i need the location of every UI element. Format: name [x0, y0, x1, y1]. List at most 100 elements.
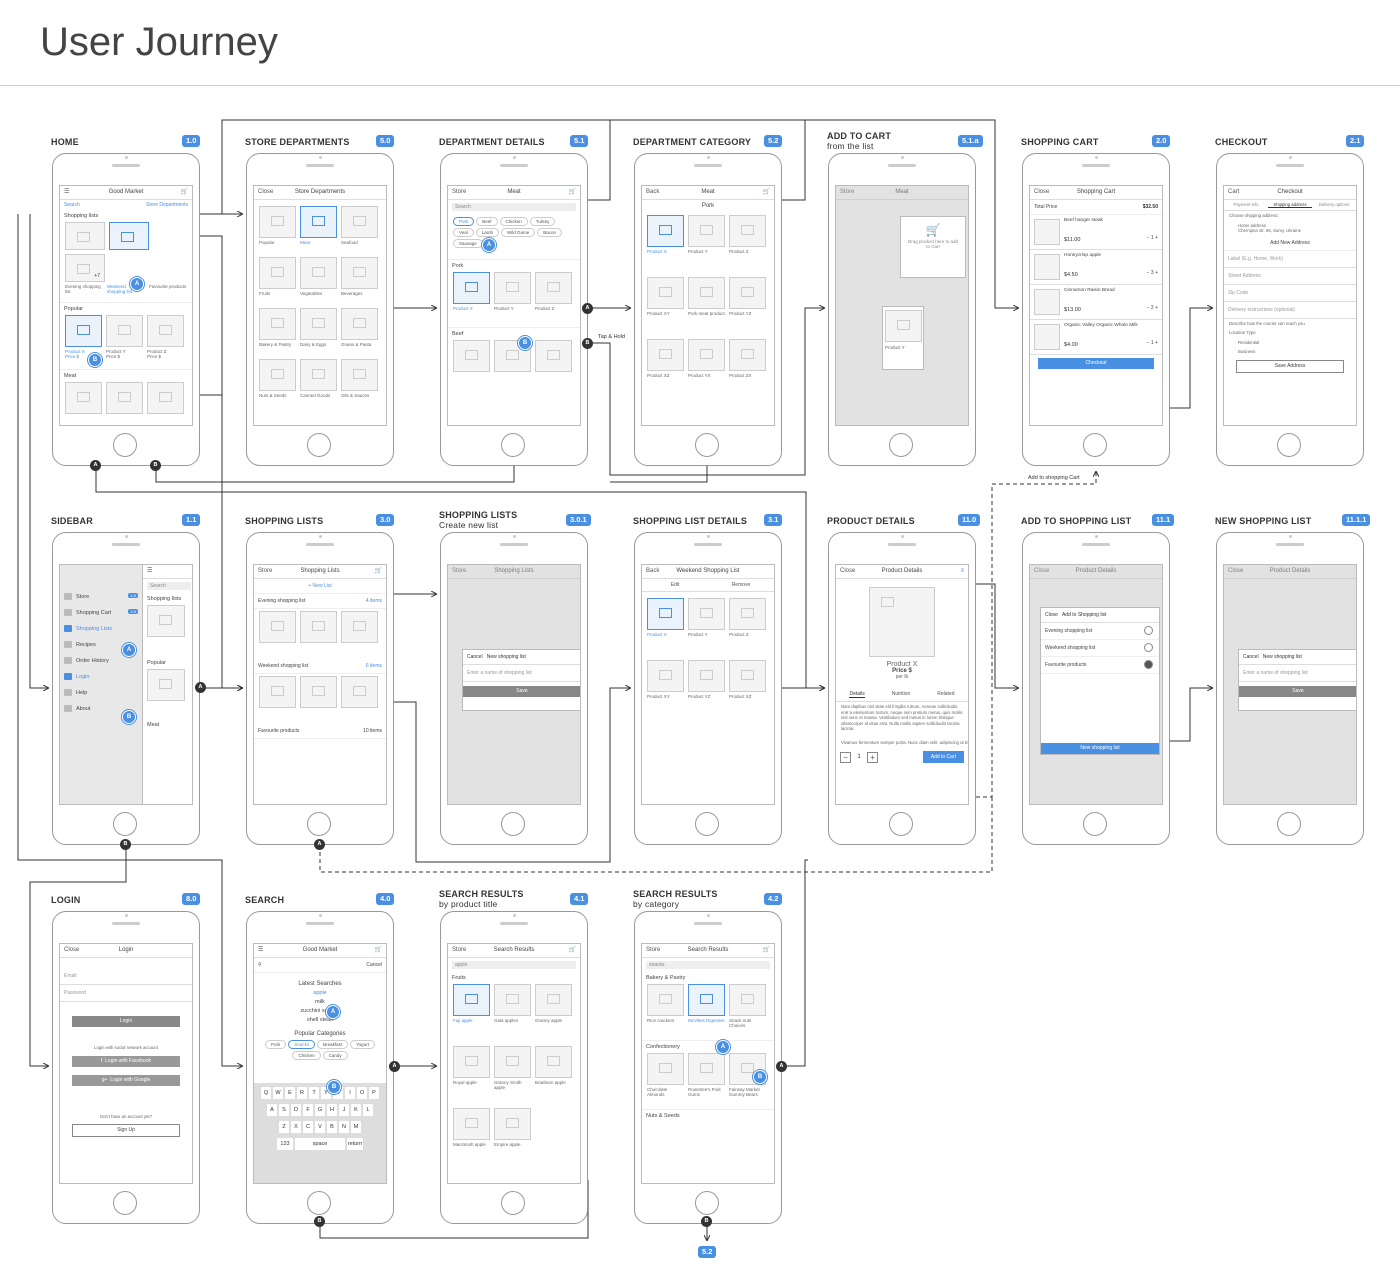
key[interactable]: F — [303, 1104, 313, 1116]
key[interactable]: V — [315, 1121, 325, 1133]
chip[interactable]: Veal — [453, 228, 474, 237]
store-departments-tab[interactable]: Store Departments — [146, 202, 188, 208]
menu-icon[interactable]: ☰ — [258, 947, 264, 953]
key[interactable]: R — [297, 1087, 307, 1099]
key[interactable]: Q — [261, 1087, 271, 1099]
cart-icon[interactable]: 🛒 — [762, 189, 770, 195]
cart-item[interactable]: Organic Valley Organic Whole Milk$4.00− … — [1030, 320, 1162, 355]
sidebar-item-about[interactable]: About — [60, 701, 142, 717]
key[interactable]: A — [267, 1104, 277, 1116]
dragged-product[interactable]: Product Y — [882, 306, 924, 370]
edit-button[interactable]: Edit — [670, 582, 680, 588]
new-list-button[interactable]: New shopping list — [1041, 743, 1159, 754]
key[interactable]: L — [363, 1104, 373, 1116]
product-tile[interactable]: Fuji apple — [451, 982, 492, 1044]
chip[interactable]: Chicken — [292, 1051, 321, 1060]
home-peek[interactable]: ☰ Search Shopping lists Popular Meat — [142, 565, 192, 804]
key[interactable]: H — [327, 1104, 337, 1116]
product-thumb[interactable] — [65, 382, 102, 414]
radio[interactable] — [1144, 643, 1153, 652]
list-thumb[interactable] — [109, 222, 149, 250]
back-button[interactable]: Store — [452, 568, 467, 574]
product-thumb[interactable] — [147, 315, 184, 347]
signup-button[interactable]: Sign Up — [72, 1124, 180, 1137]
search-input[interactable]: snacks — [646, 961, 770, 969]
tab-details[interactable]: Details — [849, 691, 865, 698]
tab-related[interactable]: Related — [937, 691, 955, 697]
close-button[interactable]: Close — [840, 568, 856, 574]
plus-button[interactable]: + — [867, 751, 878, 763]
search-input[interactable]: Search — [147, 582, 191, 590]
save-button[interactable]: Save — [1239, 686, 1356, 697]
menu-icon[interactable]: ☰ — [147, 568, 153, 574]
save-address-button[interactable]: Save Address — [1236, 359, 1344, 373]
menu-icon[interactable]: ☰ — [64, 189, 70, 195]
department-tile[interactable]: Oils & Sauces — [339, 357, 380, 398]
cart-icon[interactable]: 🛒 — [374, 947, 382, 953]
product-tile[interactable]: Product YZ — [727, 275, 768, 337]
cart-icon[interactable]: 🛒 — [568, 189, 576, 195]
key[interactable]: X — [291, 1121, 301, 1133]
product-tile[interactable]: Product ZX — [727, 337, 768, 378]
quantity-stepper[interactable]: − 2 + — [1146, 305, 1158, 311]
chip[interactable]: Pork — [265, 1040, 287, 1049]
key[interactable]: D — [291, 1104, 301, 1116]
chip[interactable]: Candy — [322, 1051, 348, 1060]
recent-search[interactable]: milk — [315, 999, 325, 1005]
product-tile[interactable]: Product Y — [686, 596, 727, 658]
cart-icon[interactable]: 🛒 — [374, 568, 382, 574]
cart-icon[interactable]: 🛒 — [762, 947, 770, 953]
list-thumb[interactable]: +7 — [65, 254, 105, 282]
product-tile[interactable]: Product Y — [686, 213, 727, 275]
key-space[interactable]: space — [295, 1138, 345, 1150]
key[interactable]: S — [279, 1104, 289, 1116]
sidebar-item-recipes[interactable]: Recipes — [60, 637, 142, 653]
step[interactable]: Payment info — [1233, 202, 1259, 207]
list-option[interactable]: Evening shopping list — [1041, 623, 1159, 640]
recent-search[interactable]: shell steak — [307, 1017, 333, 1023]
back-button[interactable]: Store — [840, 189, 855, 195]
key-return[interactable]: return — [347, 1138, 363, 1150]
street-field[interactable]: Street Address — [1224, 268, 1356, 285]
residential-option[interactable]: Residential — [1238, 339, 1260, 345]
key[interactable]: Y — [321, 1087, 331, 1099]
department-tile[interactable]: Grains & Pasta — [339, 306, 380, 347]
back-button[interactable]: Back — [646, 189, 660, 195]
recent-search[interactable]: apple — [313, 990, 327, 996]
product-tile[interactable]: Product Z — [727, 213, 768, 275]
chip[interactable]: Yogurt — [350, 1040, 375, 1049]
chip[interactable]: Beef — [476, 217, 498, 226]
facebook-login-button[interactable]: f Login with Facebook — [72, 1055, 180, 1067]
product-tile[interactable]: Granny Smith apple — [492, 1044, 533, 1106]
product-thumb[interactable] — [535, 340, 572, 372]
label-field[interactable]: Label (E.g. Home, Work) — [1224, 251, 1356, 268]
product-tile[interactable]: Empire apple — [492, 1106, 533, 1147]
back-button[interactable]: Back — [646, 568, 660, 574]
key-numbers[interactable]: 123 — [277, 1138, 293, 1150]
department-tile[interactable]: Beverages — [339, 255, 380, 296]
sidebar-item-login[interactable]: Login — [60, 669, 142, 685]
key[interactable]: W — [273, 1087, 283, 1099]
quantity-stepper[interactable]: − 1 + — [1146, 340, 1158, 346]
cart-icon[interactable]: 🛒 — [180, 189, 188, 195]
product-thumb[interactable] — [494, 272, 531, 304]
key[interactable]: G — [315, 1104, 325, 1116]
cart-item[interactable]: Beef hanger steak$11.00− 1 + — [1030, 215, 1162, 250]
chip[interactable]: Sausage — [453, 239, 483, 248]
product-tile[interactable]: Royal apple — [451, 1044, 492, 1106]
chip[interactable]: Bacon — [537, 228, 563, 237]
key[interactable]: P — [369, 1087, 379, 1099]
list-thumb[interactable] — [65, 222, 105, 250]
product-tile[interactable]: Rice crackers — [645, 982, 686, 1040]
product-tile[interactable]: Product XZ — [727, 658, 768, 699]
quantity-stepper[interactable]: − 1 + — [1146, 235, 1158, 241]
product-thumb[interactable] — [106, 382, 143, 414]
product-tile[interactable]: Chocolate Almonds — [645, 1051, 686, 1109]
close-button[interactable]: Close — [1228, 568, 1244, 574]
product-tile[interactable]: Pork meat product — [686, 275, 727, 337]
key[interactable]: M — [351, 1121, 361, 1133]
